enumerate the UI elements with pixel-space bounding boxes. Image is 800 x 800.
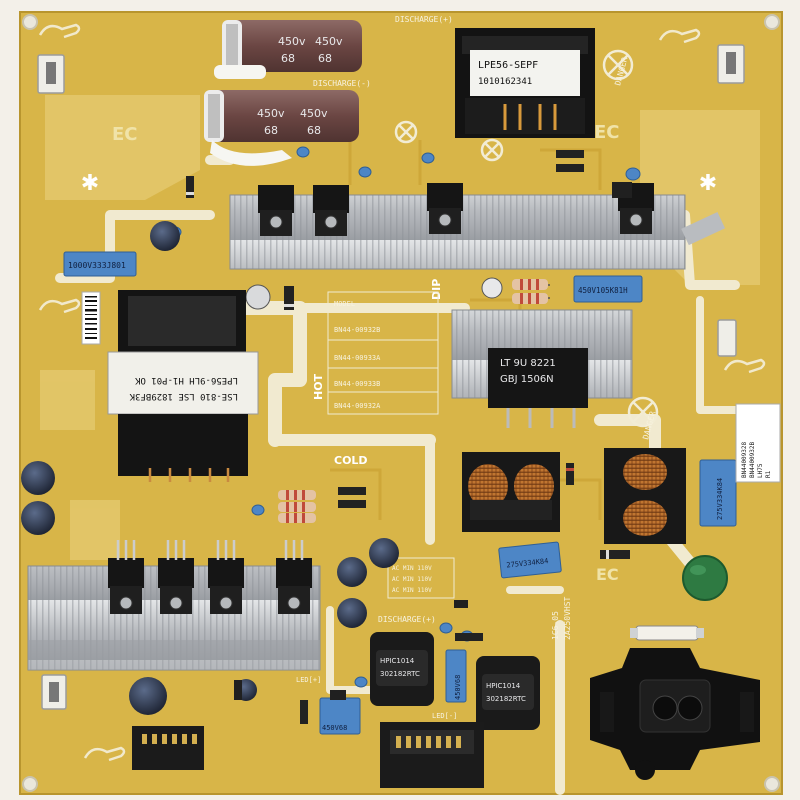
small-electrolytic-caps bbox=[21, 221, 503, 715]
barcode-sticker-left bbox=[81, 291, 101, 345]
svg-text:LPE56-SEPF: LPE56-SEPF bbox=[478, 60, 538, 71]
film-capacitor-4: 275V334K84 bbox=[699, 459, 737, 527]
svg-text:275V334K84: 275V334K84 bbox=[716, 478, 724, 520]
main-transformer: LPE56-9LH H1-P01 OK LSE-810 LSE 1829BF3K bbox=[107, 290, 259, 482]
svg-text:LH75: LH75 bbox=[757, 463, 764, 478]
cold-label: COLD bbox=[334, 454, 368, 467]
svg-text:R1: R1 bbox=[765, 470, 772, 478]
svg-text:AC MIN 110V: AC MIN 110V bbox=[392, 576, 432, 583]
film-capacitor-1: 1000V333J801 bbox=[63, 251, 137, 277]
fuse-label-1: 1C6-05 bbox=[551, 611, 560, 640]
power-inductor-left: HPIC1014 302182RTC bbox=[370, 632, 434, 706]
svg-text:MODEL: MODEL bbox=[334, 300, 355, 308]
svg-text:LSE-810 LSE 1829BF3K: LSE-810 LSE 1829BF3K bbox=[129, 391, 238, 401]
fuse bbox=[630, 625, 704, 641]
svg-text:68: 68 bbox=[318, 52, 332, 65]
svg-text:BN4400932B: BN4400932B bbox=[749, 441, 756, 478]
discharge-label-mid: DISCHARGE(-) bbox=[313, 79, 371, 88]
svg-text:AC MIN 110V: AC MIN 110V bbox=[392, 565, 432, 572]
varistor bbox=[682, 555, 728, 601]
svg-text:68: 68 bbox=[281, 52, 295, 65]
svg-text:1000V333J801: 1000V333J801 bbox=[68, 261, 126, 270]
svg-text:1010162341: 1010162341 bbox=[478, 77, 532, 87]
svg-text:450V105K81H: 450V105K81H bbox=[578, 286, 628, 295]
svg-text:BN44-00933A: BN44-00933A bbox=[334, 354, 381, 362]
smd-capacitor-2: 450V68 bbox=[445, 649, 467, 703]
svg-text:LT 9U 8221: LT 9U 8221 bbox=[500, 358, 556, 369]
hot-label: HOT bbox=[312, 373, 325, 400]
svg-text:68: 68 bbox=[264, 124, 278, 137]
bridge-rectifier: LT 9U 8221 GBJ 1506N bbox=[488, 348, 588, 428]
svg-text:450V68: 450V68 bbox=[322, 724, 347, 732]
ac-inlet-connector bbox=[590, 648, 760, 780]
fuse-label-2: 2A250VHST bbox=[563, 596, 572, 640]
film-capacitor-3: 275V334K84 bbox=[498, 541, 562, 579]
bottom-heatsink bbox=[27, 565, 321, 671]
led-plus-label: LED[+] bbox=[296, 676, 321, 684]
bulk-capacitor-2: 450v 450v 68 68 bbox=[204, 90, 359, 142]
led-minus-label: LED[-] bbox=[432, 712, 457, 720]
svg-text:BN44-00932B: BN44-00932B bbox=[334, 326, 380, 334]
smd-capacitor-1: 450V68 bbox=[319, 697, 361, 735]
label-sticker-right: BN44009328 BN4400932B LH75 R1 bbox=[735, 403, 781, 483]
svg-text:450v: 450v bbox=[278, 35, 306, 48]
voltage-table: AC MIN 110V AC MIN 110V AC MIN 110V bbox=[387, 557, 455, 599]
bulk-capacitor-1: 450v 450v 68 68 bbox=[222, 20, 362, 72]
svg-text:GBJ 1506N: GBJ 1506N bbox=[500, 374, 554, 385]
common-mode-choke-right bbox=[604, 448, 686, 544]
svg-text:450v: 450v bbox=[300, 107, 328, 120]
power-inductor-right: HPIC1014 302182RTC bbox=[476, 656, 540, 730]
svg-text:302182RTC: 302182RTC bbox=[380, 670, 420, 678]
model-table: MODEL BN44-00932B BN44-00933A BN44-00933… bbox=[327, 291, 439, 415]
ec-label-right: EC bbox=[594, 122, 620, 143]
svg-text:68: 68 bbox=[307, 124, 321, 137]
svg-text:BN44-00932A: BN44-00932A bbox=[334, 402, 381, 410]
dip-label: DIP bbox=[430, 279, 443, 300]
svg-text:HPIC1014: HPIC1014 bbox=[486, 682, 521, 690]
svg-text:BN44009328: BN44009328 bbox=[741, 441, 748, 478]
svg-text:450v: 450v bbox=[257, 107, 285, 120]
standby-transformer: LPE56-SEPF 1010162341 bbox=[455, 28, 595, 138]
ec-label-left: EC bbox=[112, 124, 138, 145]
film-capacitor-2: 450V105K81H bbox=[573, 275, 643, 303]
discharge-label-top: DISCHARGE(+) bbox=[395, 15, 453, 24]
svg-text:302182RTC: 302182RTC bbox=[486, 695, 526, 703]
svg-text:HPIC1014: HPIC1014 bbox=[380, 657, 415, 665]
signal-connector-left bbox=[132, 726, 204, 770]
svg-text:LPE56-9LH H1-P01 OK: LPE56-9LH H1-P01 OK bbox=[134, 375, 238, 385]
svg-text:AC MIN 110V: AC MIN 110V bbox=[392, 587, 432, 594]
svg-text:450v: 450v bbox=[315, 35, 343, 48]
discharge-label-low: DISCHARGE(+) bbox=[378, 615, 436, 624]
ec-label-bottom: EC bbox=[596, 565, 619, 584]
output-connector-bottom bbox=[380, 722, 484, 788]
svg-text:450V68: 450V68 bbox=[454, 675, 462, 700]
to220-transistors-bottom bbox=[108, 540, 312, 614]
common-mode-choke-left bbox=[462, 452, 560, 532]
svg-text:✱: ✱ bbox=[699, 171, 717, 196]
svg-text:BN44-00933B: BN44-00933B bbox=[334, 380, 380, 388]
svg-text:✱: ✱ bbox=[81, 171, 99, 196]
